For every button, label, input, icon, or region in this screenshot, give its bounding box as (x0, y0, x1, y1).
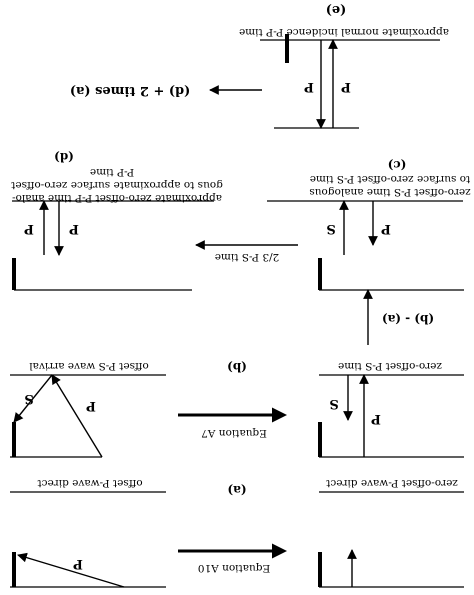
panel-c-p-symbol: P (381, 221, 391, 236)
panel-e (209, 34, 440, 129)
panel-a-left-p-symbol: P (73, 556, 83, 571)
tag-b-minus-a: (b) - (a) (382, 312, 434, 326)
label-b-equation: Equation A7 (201, 427, 267, 439)
panel-c-s-symbol: S (326, 221, 335, 236)
label-a-equation: Equation A10 (198, 562, 270, 574)
label-a-right: zero-offset P-wave direct (325, 477, 458, 489)
label-d-line3: P-P time (90, 166, 134, 178)
label-c-line2: to surface zero-offset P-S time (310, 173, 471, 185)
label-e: approximate normal incidence P-P time (239, 26, 449, 38)
panel-b-left-s-symbol: S (24, 391, 33, 406)
label-b-right: zero-offset P-S time (338, 360, 442, 372)
panel-b-left-p-symbol: P (86, 398, 96, 413)
label-d-plus-a: (d) + 2 times (a) (70, 83, 190, 98)
panel-d-p-symbol-2: P (69, 221, 79, 236)
panel-a (10, 491, 464, 588)
panel-b (10, 374, 464, 458)
panel-b-left-p-arrow (51, 374, 103, 458)
tag-c: (c) (388, 158, 407, 172)
tag-b: (b) (227, 360, 247, 374)
panel-b-right-s-symbol: S (329, 396, 338, 411)
panel-b-right-p-symbol: P (371, 411, 381, 426)
panel-d-p-symbol-1: P (24, 221, 34, 236)
panel-d (12, 200, 463, 291)
tag-e: (e) (326, 2, 347, 17)
rotated-group: (e) approximate normal incidence P-P tim… (10, 2, 471, 588)
panel-a-left-p-arrow (17, 552, 125, 588)
label-c-line1: zero-offset P-S time analogous (309, 186, 470, 198)
label-d-line1: approximate zero-offset P-P time analo- (12, 192, 222, 204)
panel-e-p-symbol-1: P (304, 79, 314, 94)
labels: (e) approximate normal incidence P-P tim… (10, 2, 470, 574)
label-c-transfer: 2/3 P-S time (215, 251, 280, 263)
tag-d: (d) (54, 150, 74, 164)
panel-c (195, 200, 464, 291)
panel-e-p-symbol-2: P (341, 79, 351, 94)
label-b-left: offset P-S wave arrival (29, 360, 149, 372)
tag-a: (a) (227, 483, 246, 497)
panel-b-left-s-arrow (13, 374, 53, 423)
label-a-left: offset P-wave direct (37, 477, 143, 489)
label-d-line2: gous to approximate surface zero-offset (10, 179, 222, 191)
